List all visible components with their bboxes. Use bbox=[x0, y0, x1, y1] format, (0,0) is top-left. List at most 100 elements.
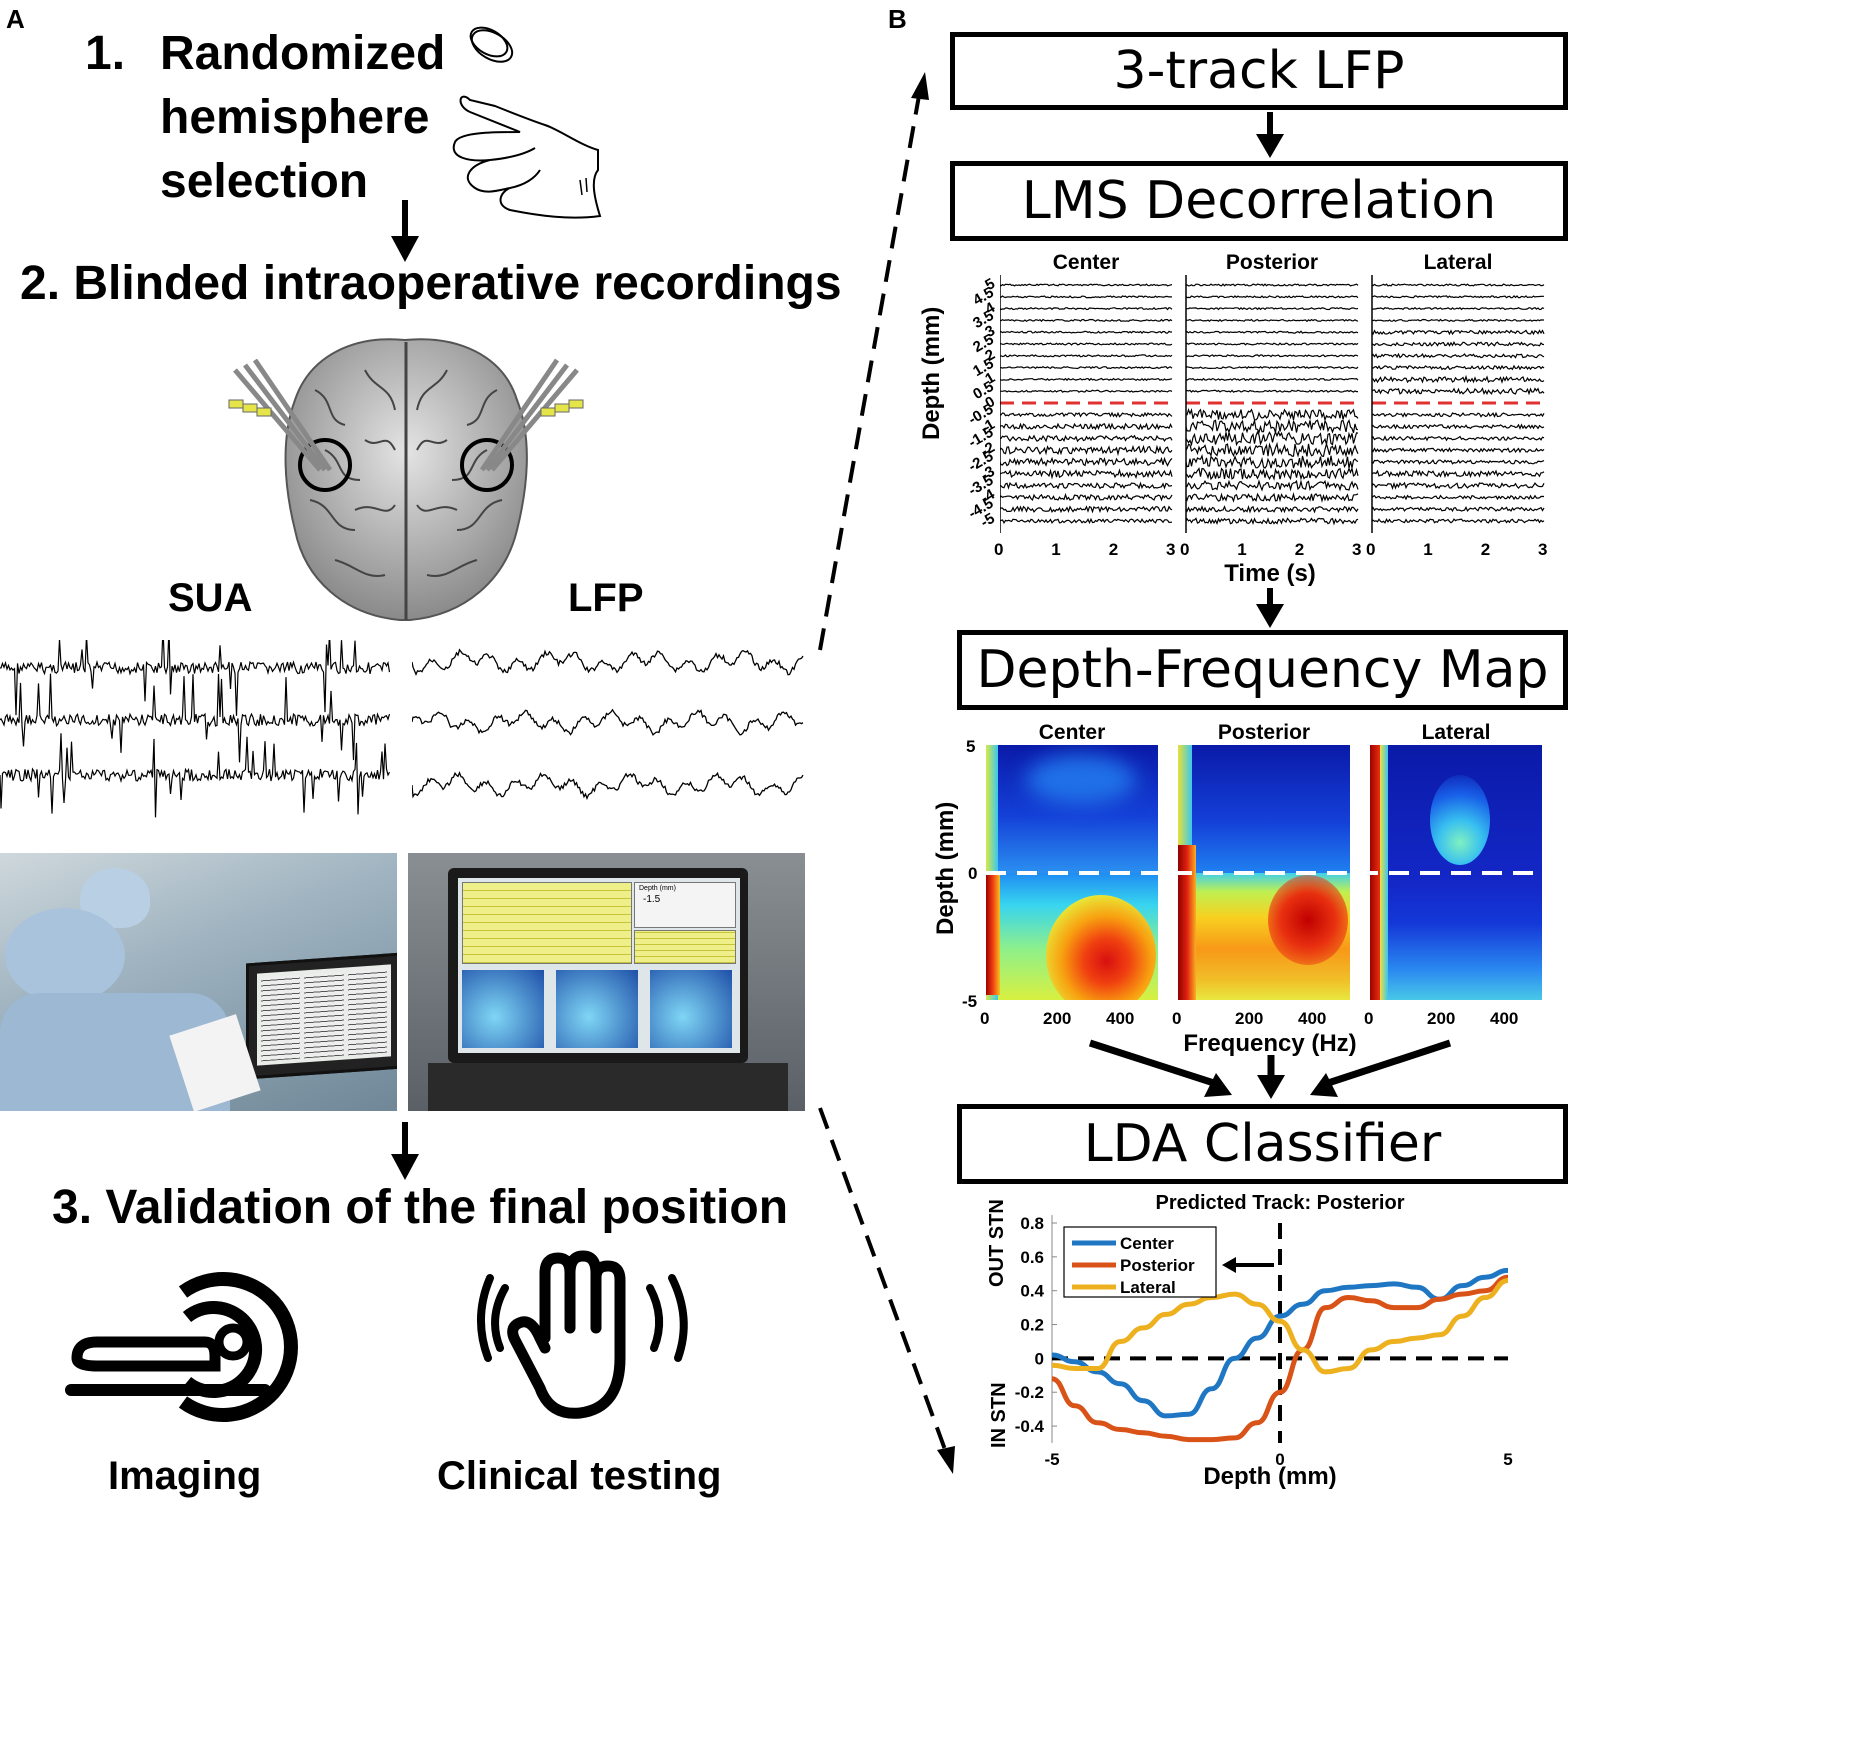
lms-trace bbox=[1371, 517, 1545, 524]
sua-label: SUA bbox=[168, 576, 253, 620]
sua-trace-3 bbox=[0, 733, 391, 818]
chart-ytick-label: -0.4 bbox=[1015, 1417, 1045, 1436]
lms-trace bbox=[1185, 491, 1359, 503]
lms-trace bbox=[1185, 283, 1359, 287]
lms-xtick: 3 bbox=[1352, 540, 1362, 559]
legend-label: Center bbox=[1120, 1234, 1174, 1253]
lms-trace bbox=[1371, 459, 1545, 465]
dashed-connectors bbox=[818, 72, 955, 1474]
lms-trace bbox=[1185, 466, 1359, 481]
lms-xtick: 0 bbox=[1366, 540, 1376, 559]
dfm-xlabel: Frequency (Hz) bbox=[1183, 1030, 1357, 1057]
legend-pointer-arrowhead bbox=[1222, 1257, 1236, 1273]
lms-title-lateral: Lateral bbox=[1423, 251, 1493, 274]
dfm-xtick: 200 bbox=[1235, 1009, 1264, 1028]
coin-flip-icon bbox=[452, 26, 602, 219]
lms-trace bbox=[1000, 318, 1173, 323]
lms-trace bbox=[1185, 342, 1359, 346]
lms-trace bbox=[1000, 377, 1173, 382]
step1-line3: selection bbox=[160, 155, 369, 208]
lms-trace bbox=[1185, 453, 1359, 470]
lms-trace bbox=[1185, 430, 1359, 447]
depth-readout-value: -1.5 bbox=[643, 894, 661, 905]
lms-trace bbox=[1000, 342, 1173, 346]
spectrogram-3 bbox=[650, 970, 732, 1048]
dashed-line-up bbox=[818, 89, 922, 651]
chart-ytick-label: 0.8 bbox=[1020, 1214, 1044, 1233]
lms-trace bbox=[1000, 468, 1173, 480]
chart-ytick-label: 0.4 bbox=[1020, 1282, 1044, 1301]
chart-title: Predicted Track: Posterior bbox=[1155, 1192, 1405, 1214]
dfm-xtick: 200 bbox=[1427, 1009, 1456, 1028]
lms-trace bbox=[1185, 354, 1359, 358]
dfm-ylabel: Depth (mm) bbox=[932, 801, 959, 935]
lms-trace bbox=[1000, 505, 1173, 514]
lms-trace bbox=[1185, 306, 1359, 311]
lms-title-center: Center bbox=[1052, 251, 1120, 274]
series-line-lateral bbox=[1051, 1278, 1509, 1375]
dashed-arrowhead-down bbox=[937, 1446, 955, 1474]
lms-trace bbox=[1000, 434, 1173, 443]
arrow-to-dfm bbox=[1256, 588, 1284, 628]
chart-ytick-label: 0.6 bbox=[1020, 1248, 1044, 1267]
dashed-line-down bbox=[818, 1107, 949, 1456]
lms-xtick: 0 bbox=[1180, 540, 1190, 559]
lms-xtick: 2 bbox=[1108, 540, 1119, 559]
lms-xtick: 2 bbox=[1480, 540, 1491, 559]
dfm-xtick: 200 bbox=[1043, 1009, 1072, 1028]
lms-ylabel: Depth (mm) bbox=[918, 306, 945, 440]
lms-trace bbox=[1371, 283, 1545, 287]
lfp-trace-2 bbox=[412, 708, 804, 736]
lms-trace bbox=[1185, 479, 1359, 492]
lms-trace bbox=[1371, 329, 1545, 336]
laptop-photo: Depth (mm) -1.5 bbox=[408, 853, 805, 1111]
depth-readout-window: Depth (mm) -1.5 bbox=[634, 882, 736, 928]
step1-number: 1. bbox=[85, 27, 126, 80]
lms-trace bbox=[1185, 330, 1359, 334]
dfm-ytick-neg5: -5 bbox=[962, 992, 978, 1011]
lms-trace bbox=[1185, 318, 1359, 323]
box-lms-decorrelation: LMS Decorrelation bbox=[950, 161, 1568, 241]
lms-trace bbox=[1371, 469, 1545, 479]
lms-trace bbox=[1000, 295, 1172, 299]
lms-trace bbox=[1185, 295, 1359, 299]
lms-trace bbox=[1185, 517, 1359, 526]
lms-trace bbox=[1371, 341, 1545, 347]
lms-trace bbox=[1185, 389, 1358, 393]
dfm-ytick-5: 5 bbox=[966, 737, 976, 756]
mri-scanner-icon bbox=[65, 1272, 298, 1422]
lms-xtick: 3 bbox=[1166, 540, 1176, 559]
lms-xtick: 2 bbox=[1294, 540, 1305, 559]
laptop-display: Depth (mm) -1.5 bbox=[458, 878, 740, 1053]
lms-trace bbox=[1000, 422, 1173, 431]
dfm-xtick: 0 bbox=[1364, 1009, 1374, 1028]
arrow-to-step3 bbox=[391, 1122, 419, 1180]
lms-trace bbox=[1000, 517, 1173, 525]
dfm-xtick: 0 bbox=[980, 1009, 990, 1028]
laptop-screen bbox=[246, 952, 397, 1080]
lms-title-posterior: Posterior bbox=[1225, 251, 1319, 274]
lms-trace bbox=[1000, 330, 1172, 334]
dfm-xtick: 400 bbox=[1298, 1009, 1327, 1028]
dashed-arrowhead-up bbox=[911, 72, 929, 100]
sua-traces bbox=[0, 640, 391, 818]
lms-trace bbox=[1371, 387, 1545, 396]
lms-xtick: 1 bbox=[1051, 540, 1061, 559]
laptop-keyboard bbox=[428, 1063, 788, 1111]
depth-readout-caption: Depth (mm) bbox=[639, 885, 676, 892]
dfm-title-posterior: Posterior bbox=[1217, 721, 1311, 744]
lms-trace bbox=[1000, 366, 1173, 370]
chart-xtick-label: -5 bbox=[1044, 1450, 1059, 1469]
step3-title: 3. Validation of the final position bbox=[52, 1181, 789, 1234]
spectrogram-2 bbox=[556, 970, 638, 1048]
chart-ytick-label: -0.2 bbox=[1015, 1383, 1044, 1402]
surgeon-cap-2 bbox=[5, 908, 125, 1003]
dfm-title-center: Center bbox=[1038, 721, 1106, 744]
clinical-testing-label: Clinical testing bbox=[437, 1454, 722, 1498]
lms-trace bbox=[1185, 377, 1359, 382]
lms-trace bbox=[1000, 444, 1173, 457]
lms-trace bbox=[1371, 481, 1545, 491]
